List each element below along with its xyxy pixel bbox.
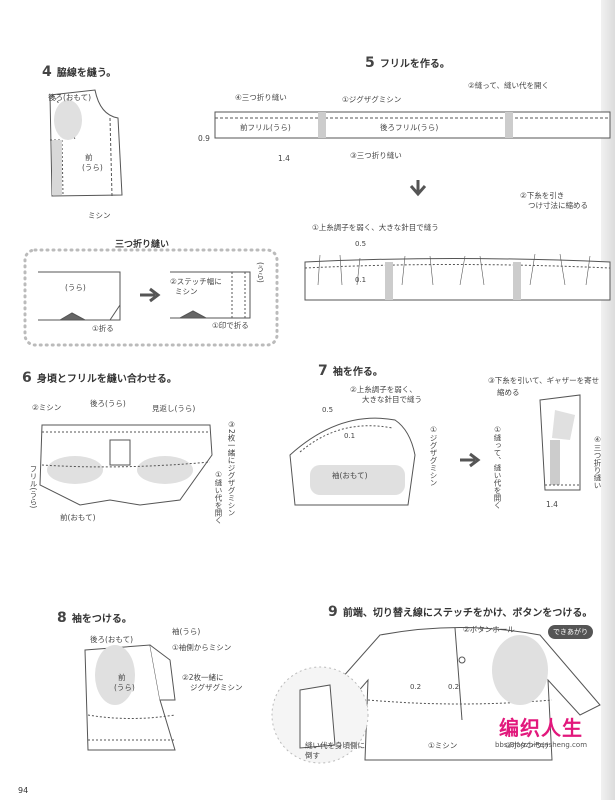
step6-machine-label: ②ミシン [32, 403, 62, 412]
mitsuori-fold2-label: ①印で折る [212, 321, 249, 330]
step5-m05-label: 0.5 [355, 240, 367, 248]
step9-seam-note-label: 縫い代を身頃側に [305, 741, 365, 750]
step5-frill-strip [214, 111, 611, 301]
step7-gather-label: ③下糸を引いて、ギャザーを寄せ [488, 376, 600, 385]
step-title: 身頃とフリルを縫い合わせる。 [36, 374, 177, 385]
step5-back-frill-label: 後ろフリル(うら) [380, 123, 439, 132]
step8-zigzag-label: ②2枚一緒に [182, 673, 224, 682]
step8-sleeve-machine-label: ①袖側からミシン [172, 643, 232, 652]
step7-mitsuori-label: ④三つ折り縫い [593, 435, 602, 489]
step7-m01-label: 0.1 [344, 432, 356, 440]
step7-m05-label: 0.5 [322, 406, 334, 414]
step5-pull2-label: つけ寸法に縮める [528, 201, 588, 210]
mitsuori-stitch2-label: ミシン [175, 287, 198, 296]
step-number: 8 [57, 610, 67, 626]
step7-gather2-label: 縮める [497, 388, 520, 397]
mitsuori-ura-label: (うら) [65, 283, 86, 292]
logo-url: bbs.BianzhiRensheng.com [494, 741, 588, 749]
step5-front-frill-label: 前フリル(うら) [240, 123, 291, 132]
step4-bodice-drawing [49, 89, 123, 197]
step6-front-label: 前(おもて) [60, 513, 96, 522]
step7-upper-label: ②上糸調子を弱く、 [350, 385, 417, 394]
step-title: 前端、切り替え線にステッチをかけ、ボタンをつける。 [342, 608, 593, 619]
step6-zigzag-label: ③2枚一緒にジグザグミシン [227, 420, 236, 517]
step8-header: 8 袖をつける。 [57, 607, 132, 626]
step9-machine-label: ①ミシン [428, 741, 458, 750]
step7-sew-open-label: ①縫って、縫い代を開く [493, 425, 502, 509]
step9-buttonhole-label: ②ボタンホール [463, 625, 515, 634]
step6-back-label: 後ろ(うら) [90, 399, 126, 408]
page-number: 94 [18, 786, 29, 795]
step-number: 9 [328, 604, 338, 620]
step9-button-label: ③ボタンつけ [505, 741, 550, 750]
step8-back-label: 後ろ(おもて) [90, 635, 134, 644]
page-edge [601, 0, 615, 800]
step9-m02b-label: 0.2 [448, 683, 460, 691]
step-title: 脇線を縫う。 [56, 68, 117, 79]
step5-m09-label: 0.9 [198, 134, 210, 143]
step4-header: 4 脇線を縫う。 [42, 61, 116, 80]
site-logo: 编织人生 bbs.BianzhiRensheng.com [486, 712, 596, 749]
step4-front-sub-label: (うら) [82, 163, 103, 172]
step7-zigzag-label: ①ジグザグミシン [429, 425, 438, 487]
step8-front-sub-label: (うら) [114, 683, 135, 692]
step6-frill-label: フリル(うら) [29, 465, 38, 509]
step-number: 4 [42, 64, 52, 80]
step6-open-label: ①縫い代を開く [214, 470, 223, 524]
step5-zigzag-label: ①ジグザグミシン [342, 95, 402, 104]
mitsuori-stitch-label: ②ステッチ幅に [170, 277, 222, 286]
step6-bodice-drawing [39, 424, 213, 506]
mitsuori-box [23, 248, 279, 347]
step9-seam-note2-label: 倒す [305, 751, 320, 760]
step9-header: 9 前端、切り替え線にステッチをかけ、ボタンをつける。 [328, 601, 592, 620]
step5-upper-thread-label: ①上糸調子を弱く、大きな針目で縫う [312, 223, 439, 232]
step9-m02a-label: 0.2 [410, 683, 422, 691]
step-title: フリルを作る。 [379, 59, 450, 70]
step7-sleeve-label: 袖(おもて) [332, 471, 368, 480]
step5-mitsuori-label: ④三つ折り縫い [235, 93, 287, 102]
step-number: 7 [318, 363, 328, 379]
step6-header: 6 身頃とフリルを縫い合わせる。 [22, 367, 177, 386]
step5-m14-label: 1.4 [278, 154, 290, 163]
mitsuori-fold1-label: ①折る [92, 324, 114, 333]
step-number: 6 [22, 370, 32, 386]
step-title: 袖をつける。 [71, 614, 132, 625]
step5-header: 5 フリルを作る。 [365, 52, 450, 71]
mitsuori-ura2-label: (うら) [256, 262, 265, 283]
step8-bodice-drawing [84, 644, 176, 751]
step7-m14-label: 1.4 [546, 500, 558, 509]
step7-upper2-label: 大きな針目で縫う [362, 395, 422, 404]
step8-zigzag2-label: ジグザグミシン [190, 683, 243, 692]
step-number: 5 [365, 55, 375, 71]
logo-text: 编织人生 [499, 716, 583, 740]
mitsuori-title: 三つ折り縫い [115, 240, 170, 250]
step6-facing-label: 見返し(うら) [152, 404, 196, 413]
step7-sleeve-drawing [289, 394, 581, 506]
step9-jacket-drawing [271, 627, 601, 764]
step7-header: 7 袖を作る。 [318, 360, 383, 379]
step-title: 袖を作る。 [332, 367, 383, 378]
step5-m01-label: 0.1 [355, 276, 367, 284]
step5-pull-label: ②下糸を引き [520, 191, 565, 200]
step8-front-label: 前 [118, 673, 126, 682]
step4-front-label: 前 [85, 153, 93, 162]
step5-mitsuori2-label: ③三つ折り縫い [350, 151, 402, 160]
step8-sleeve-label: 袖(うら) [172, 627, 201, 636]
step4-machine-label: ミシン [88, 211, 111, 220]
step4-back-label: 後ろ(おもて) [48, 93, 92, 102]
step5-open-seam-label: ②縫って、縫い代を開く [468, 81, 549, 90]
done-badge: できあがり [548, 625, 593, 639]
